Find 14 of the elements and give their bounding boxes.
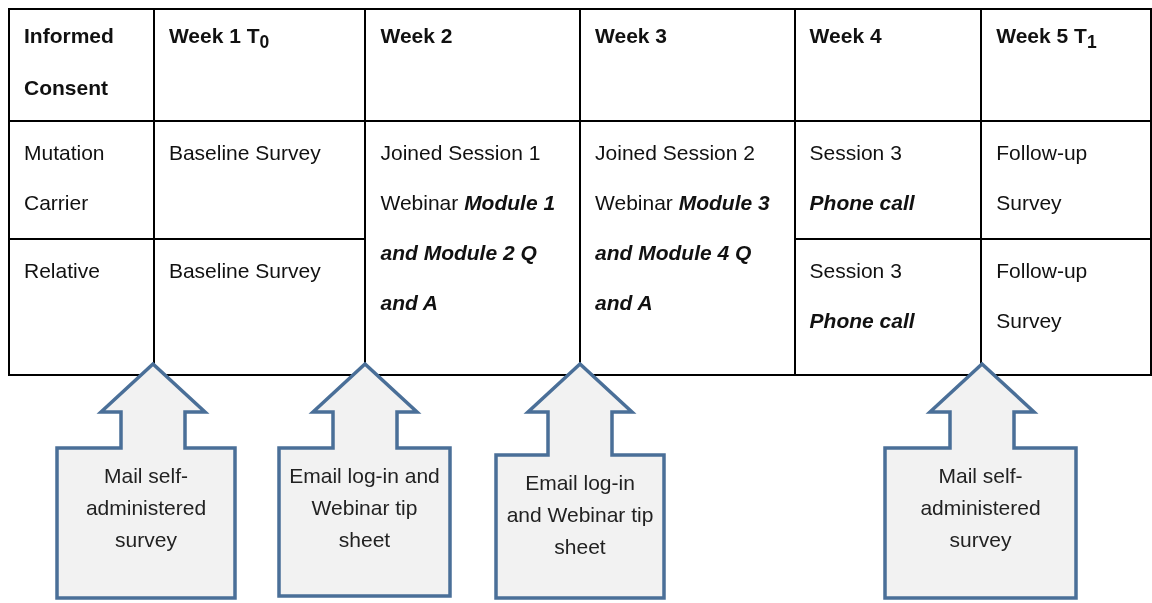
table-cell: Mutation Carrier [9,121,154,239]
table-cell: Baseline Survey [153,121,366,239]
table-cell: Follow-up Survey [981,121,1151,239]
callout-arrow: Mail self-administered survey [883,362,1078,600]
table-cell: Session 3 Phone call [794,121,982,239]
column-header: Week 2 [365,9,581,121]
column-header: Week 4 [794,9,982,121]
column-header: Week 5 T$_{1}$ [981,9,1151,121]
column-header: Week 3 [580,9,795,121]
callout-arrow: Mail self-administered survey [55,362,237,600]
column-header: Week 1 T$_{0}$ [153,9,366,121]
callout-arrow: Email log-in and Webinar tip sheet [277,362,452,598]
callout-arrow: Email log-in and Webinar tip sheet [494,362,666,600]
column-header: Informed Consent [9,9,154,121]
